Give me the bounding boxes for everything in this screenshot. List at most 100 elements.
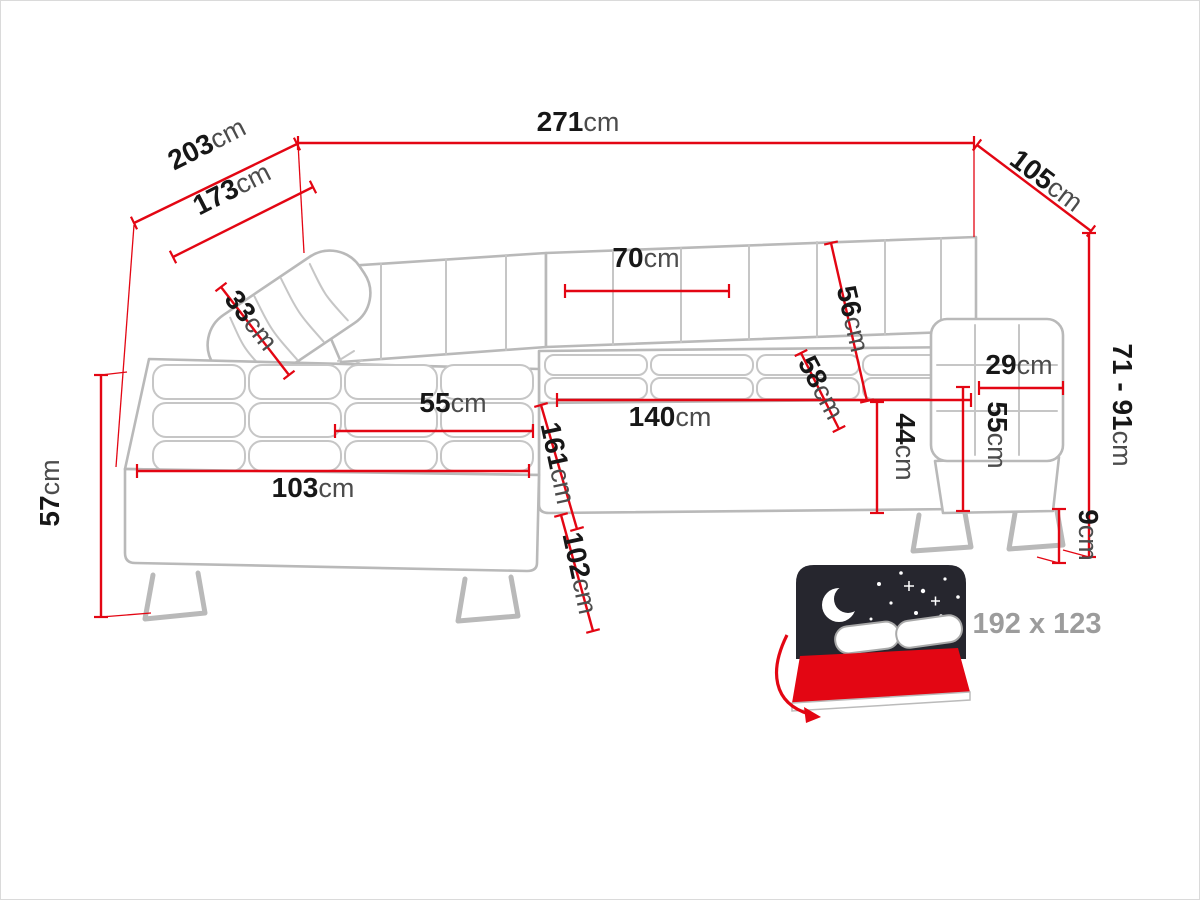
dimension-end-tick xyxy=(569,525,585,533)
sleeping-function-icon xyxy=(774,565,971,723)
tuft-cell xyxy=(544,377,648,400)
dimension-lines xyxy=(94,136,1097,634)
dim-unit: cm xyxy=(1073,525,1103,561)
dim-unit: cm xyxy=(982,433,1012,469)
dimension-end-tick xyxy=(823,240,839,246)
dim-unit: cm xyxy=(35,459,65,495)
tuft-cell xyxy=(248,440,342,472)
front-panel-chaise xyxy=(123,467,541,573)
dim-value: 44 xyxy=(890,413,921,445)
label-left-seat-height: 57cm xyxy=(34,459,65,526)
dim-unit: cm xyxy=(566,575,603,616)
dim-unit: cm xyxy=(583,107,619,137)
dim-unit: cm xyxy=(644,243,680,273)
dim-unit: cm xyxy=(890,445,920,481)
label-armrest-height: 55cm xyxy=(982,401,1013,468)
sleeping-area-size-label: 192 x 123 xyxy=(972,608,1101,640)
extension-line xyxy=(1062,549,1090,558)
dim-value: 55 xyxy=(419,387,450,418)
dim-value: 70 xyxy=(612,242,643,273)
dimension-end-tick xyxy=(282,369,296,381)
dim-value: 9 xyxy=(1073,509,1104,525)
dim-value: 29 xyxy=(985,349,1016,380)
dim-value: 102 xyxy=(557,529,597,581)
leg xyxy=(910,510,974,554)
tuft-cell xyxy=(344,402,438,438)
dim-line-left-depth-outer xyxy=(133,142,298,225)
backrest-main xyxy=(544,235,978,349)
pillow xyxy=(895,614,963,649)
dimension-end-tick xyxy=(1085,224,1097,238)
sofa-legs xyxy=(142,508,1066,624)
tuft-cell xyxy=(248,402,342,438)
dim-line-front-height xyxy=(559,514,595,632)
dimension-end-tick xyxy=(553,512,569,518)
label-leg-height: 9cm xyxy=(1073,509,1104,561)
pillow-seam xyxy=(308,262,349,322)
tuft-cell xyxy=(544,354,648,376)
dim-unit: cm xyxy=(318,473,354,503)
moon-crescent-cut xyxy=(834,585,862,613)
dim-unit: cm xyxy=(1017,350,1053,380)
label-seat-front-width: 140cm xyxy=(629,401,712,432)
leg xyxy=(1006,508,1066,552)
dimension-end-tick xyxy=(971,138,983,152)
fold-out-arrow-head xyxy=(804,707,821,723)
dim-line-chaise-length xyxy=(539,404,579,530)
label-chaise-length: 161cm xyxy=(535,419,583,506)
dimension-end-tick xyxy=(794,348,808,358)
dim-line-headrest xyxy=(220,286,290,376)
label-chaise-cushion-depth: 55cm xyxy=(419,387,486,418)
dim-value: 140 xyxy=(629,401,676,432)
extension-line xyxy=(100,612,152,618)
dim-unit: cm xyxy=(675,402,711,432)
dim-unit: cm xyxy=(451,388,487,418)
label-armrest-width: 29cm xyxy=(985,349,1052,380)
label-left-depth-outer: 203cm xyxy=(163,111,251,176)
dimension-end-tick xyxy=(292,137,302,151)
dimension-end-tick xyxy=(585,628,601,634)
tuft-cell xyxy=(152,440,246,472)
dim-value: 56 xyxy=(831,283,868,320)
extension-line xyxy=(115,224,135,468)
tuft-cell xyxy=(344,364,438,400)
label-right-depth: 105cm xyxy=(1004,143,1089,218)
dim-value: 103 xyxy=(272,472,319,503)
tuft-cell xyxy=(344,440,438,472)
dim-line-right-depth xyxy=(976,144,1092,232)
dim-value: 57 xyxy=(34,495,65,526)
mattress xyxy=(792,648,970,703)
chaise-seat xyxy=(123,357,541,477)
dim-unit: cm xyxy=(544,465,581,506)
dim-value: 271 xyxy=(537,106,584,137)
label-total-width: 271cm xyxy=(537,106,620,137)
label-total-height: 71 - 91cm xyxy=(1107,343,1138,466)
dimension-end-tick xyxy=(832,424,846,434)
bed-base xyxy=(791,691,971,712)
extension-line xyxy=(297,142,305,254)
pillow-seam xyxy=(280,277,325,343)
dimension-end-tick xyxy=(214,281,228,293)
leg xyxy=(455,574,521,624)
seat-main xyxy=(537,345,973,407)
tuft-cell xyxy=(650,354,754,376)
label-back-cushion: 70cm xyxy=(612,242,679,273)
label-front-height: 102cm xyxy=(557,529,605,616)
tuft-cell xyxy=(248,364,342,400)
dim-value: 71 - 91 xyxy=(1107,343,1138,430)
label-seat-height: 44cm xyxy=(890,413,921,480)
dimension-end-tick xyxy=(533,401,549,409)
leg xyxy=(142,570,208,622)
dim-line-seat-depth xyxy=(799,352,841,430)
dimension-end-tick xyxy=(308,180,318,194)
dimension-end-tick xyxy=(168,250,178,264)
label-chaise-front-width: 103cm xyxy=(272,472,355,503)
fold-out-arrow-icon xyxy=(774,634,810,716)
tuft-cell xyxy=(440,440,534,472)
tuft-cell xyxy=(440,402,534,438)
tuft-cell xyxy=(152,364,246,400)
dimension-end-tick xyxy=(859,398,875,404)
tuft-cell xyxy=(650,377,754,400)
